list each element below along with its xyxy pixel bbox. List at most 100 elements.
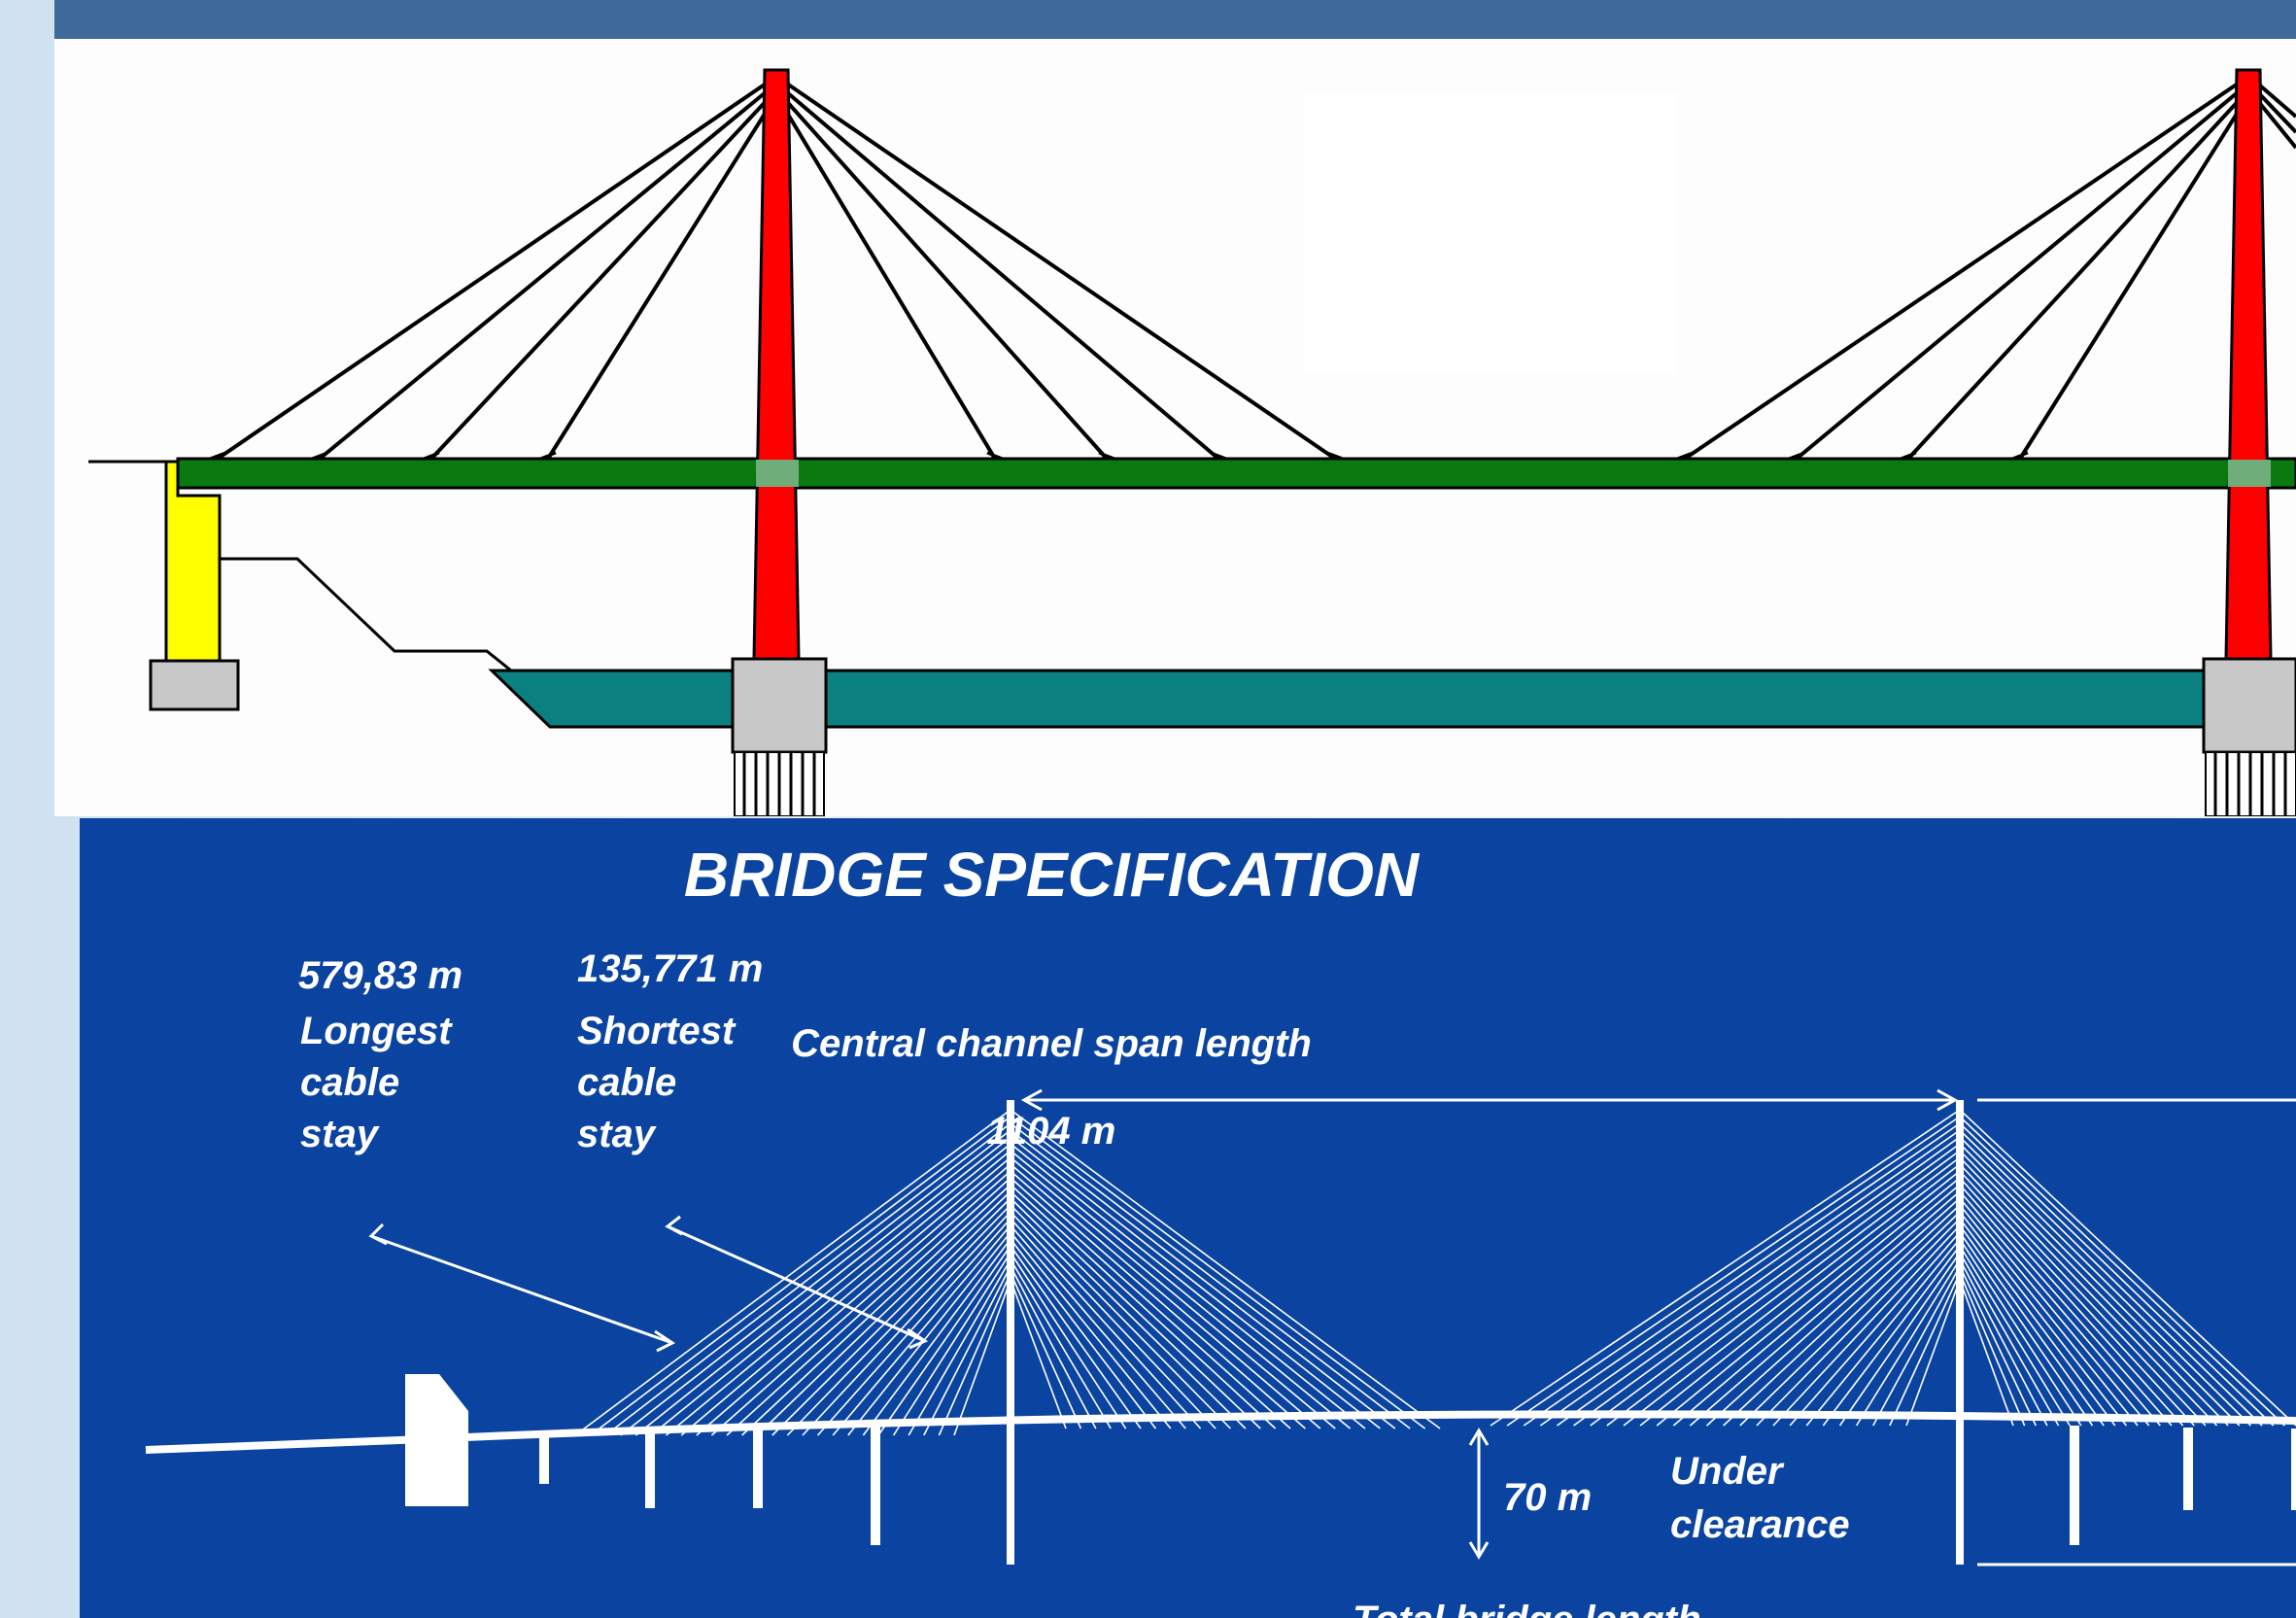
shortest-cable-label-2: cable — [577, 1061, 676, 1104]
central-span-dimension — [1020, 1088, 2296, 1112]
spec-cable-line — [923, 1265, 1011, 1436]
bridge-deck — [176, 457, 2296, 490]
spec-cable-line — [1010, 1156, 1336, 1429]
spec-approach-piers — [539, 1424, 2296, 1545]
spec-cable-line — [710, 1170, 1011, 1436]
left-pylon-cables — [216, 78, 1337, 461]
right-pylon — [2224, 68, 2273, 661]
spec-cable-line — [1689, 1190, 1961, 1427]
longest-cable-label-2: cable — [300, 1061, 399, 1104]
spec-cable-line — [604, 1122, 1011, 1436]
spec-cable-line — [1506, 1116, 1961, 1427]
spec-cable-line — [1838, 1252, 1961, 1427]
spec-cable-line — [696, 1163, 1011, 1436]
spec-cable-line — [862, 1238, 1011, 1436]
spec-cable-line — [1959, 1177, 2184, 1427]
spec-cable-line — [1889, 1272, 1961, 1427]
spec-cable-line — [1010, 1136, 1381, 1429]
spec-abutment — [405, 1374, 468, 1506]
spec-cable-line — [832, 1224, 1011, 1436]
spec-cable-line — [1959, 1143, 2241, 1427]
spec-cable-line — [1010, 1238, 1157, 1429]
spec-cable-line — [1010, 1245, 1142, 1429]
spec-cable-line — [953, 1279, 1011, 1436]
spec-cable-line — [892, 1252, 1011, 1436]
spec-cable-line — [1959, 1163, 2207, 1427]
spec-cable-line — [1959, 1238, 2082, 1427]
spec-title: BRIDGE SPECIFICATION — [684, 840, 1421, 910]
spec-cable-line — [1010, 1190, 1261, 1429]
spec-cable-line — [1959, 1122, 2275, 1427]
spec-cable-line — [1539, 1129, 1961, 1427]
spec-cable-line — [1010, 1150, 1352, 1429]
spec-cable-line — [1959, 1265, 2038, 1427]
abutment — [164, 460, 222, 663]
bridge-specification-svg: BRIDGE SPECIFICATION 579,83 m Longest ca… — [145, 840, 2296, 1618]
spec-cable-line — [1490, 1109, 1961, 1427]
spec-cable-line — [1010, 1231, 1172, 1429]
spec-cable-line — [1805, 1238, 1961, 1427]
spec-cable-line — [1789, 1231, 1961, 1427]
spec-cable-line — [1959, 1245, 2071, 1427]
spec-cable-line — [1010, 1258, 1112, 1429]
spec-cable-line — [1959, 1184, 2173, 1427]
central-span-value: 1104 m — [987, 1110, 1116, 1153]
spec-cable-line — [1590, 1150, 1961, 1427]
spec-cable-line — [1010, 1116, 1426, 1429]
spec-cable-line — [1855, 1258, 1961, 1427]
spec-cable-line — [1656, 1177, 1961, 1427]
bridge-specification-panel: BRIDGE SPECIFICATION 579,83 m Longest ca… — [80, 818, 2296, 1618]
spec-cable-line — [771, 1197, 1011, 1436]
blank-patch — [1303, 92, 1677, 374]
spec-cable-line — [1905, 1279, 1961, 1427]
spec-cable-line — [817, 1218, 1011, 1436]
spec-cable-line — [1959, 1116, 2285, 1427]
spec-deck-profile — [145, 1410, 2296, 1454]
spec-cable-line — [938, 1272, 1011, 1436]
spec-cable-line — [1959, 1258, 2048, 1427]
shortest-cable-value: 135,771 m — [577, 947, 763, 990]
spec-cable-line — [756, 1190, 1011, 1436]
spec-cable-line — [1010, 1177, 1291, 1429]
clearance-label-2: clearance — [1670, 1503, 1850, 1546]
spec-cable-line — [1010, 1184, 1277, 1429]
spec-cable-line — [726, 1177, 1011, 1436]
header-bar — [54, 0, 2296, 39]
spec-cable-line — [1959, 1272, 2026, 1427]
spec-cable-line — [847, 1231, 1011, 1436]
spec-cable-line — [1639, 1170, 1961, 1427]
spec-cable-line — [650, 1143, 1011, 1436]
spec-cable-line — [1959, 1129, 2263, 1427]
spec-cable-line — [634, 1136, 1011, 1436]
spec-cable-line — [1706, 1197, 1961, 1427]
shortest-cable-label-1: Shortest — [577, 1010, 737, 1052]
abutment-footing — [149, 659, 240, 711]
cable-pointer-arrows — [368, 1215, 929, 1353]
spec-cable-line — [1010, 1122, 1411, 1429]
right-pylon-foundation — [2202, 657, 2296, 816]
spec-cable-line — [1723, 1204, 1961, 1427]
spec-cable-line — [1959, 1197, 2150, 1427]
spec-cable-line — [786, 1204, 1011, 1436]
right-pylon-cables — [1683, 78, 2296, 461]
spec-cable-line — [680, 1156, 1011, 1436]
spec-cable-line — [877, 1245, 1011, 1436]
spec-cable-line — [1756, 1218, 1961, 1427]
spec-cable-line — [741, 1184, 1011, 1436]
spec-cable-line — [1772, 1224, 1961, 1427]
spec-cable-line — [1010, 1109, 1441, 1429]
spec-cable-line — [1959, 1136, 2252, 1427]
spec-cable-line — [1623, 1163, 1961, 1427]
spec-cable-line — [1872, 1265, 1961, 1427]
spec-cable-line — [802, 1211, 1011, 1436]
spec-cable-line — [1010, 1197, 1247, 1429]
spec-cable-line — [1959, 1204, 2139, 1427]
spec-cable-line — [1010, 1252, 1127, 1429]
spec-cable-line — [1959, 1170, 2195, 1427]
spec-cable-line — [908, 1258, 1011, 1436]
spec-cable-line — [1959, 1279, 2014, 1427]
spec-cable-line — [1739, 1211, 1961, 1427]
spec-cable-line — [590, 1116, 1011, 1436]
bridge-elevation-drawing — [54, 39, 2296, 816]
spec-cable-line — [1010, 1211, 1217, 1429]
